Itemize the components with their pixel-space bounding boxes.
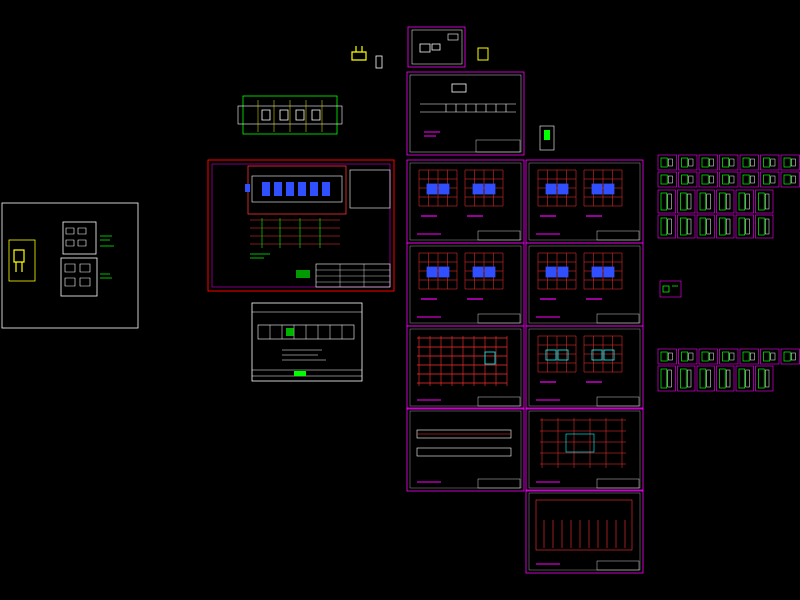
- detail-panel[interactable]: [755, 365, 774, 392]
- detail-panel[interactable]: [735, 365, 754, 392]
- detail-panel[interactable]: [780, 348, 800, 365]
- detail-panel[interactable]: [657, 348, 677, 365]
- green-plan-drawing[interactable]: [237, 95, 343, 135]
- drawing-sheet[interactable]: [406, 325, 525, 410]
- drawing-sheet[interactable]: [525, 407, 644, 492]
- detail-panel[interactable]: [698, 154, 718, 171]
- detail-panel[interactable]: [678, 171, 698, 188]
- detail-panel[interactable]: [719, 348, 739, 365]
- detail-panel[interactable]: [696, 214, 715, 239]
- detail-panel[interactable]: [719, 171, 739, 188]
- detail-panel[interactable]: [739, 171, 759, 188]
- detail-panel[interactable]: [698, 171, 718, 188]
- detail-panel[interactable]: [739, 154, 759, 171]
- detail-panel[interactable]: [678, 348, 698, 365]
- detail-panel[interactable]: [780, 171, 800, 188]
- detail-panel[interactable]: [716, 189, 735, 214]
- detail-panel[interactable]: [719, 154, 739, 171]
- detail-panel[interactable]: [780, 154, 800, 171]
- detail-cluster-top[interactable]: [657, 154, 800, 239]
- detail-panel[interactable]: [716, 214, 735, 239]
- yellow-symbol-cluster: [351, 46, 383, 69]
- detail-panel[interactable]: [760, 348, 780, 365]
- plan-sheets[interactable]: [406, 159, 644, 574]
- cover-sheet-small[interactable]: [407, 26, 489, 68]
- drawing-sheet[interactable]: [406, 242, 525, 327]
- detail-panel[interactable]: [677, 214, 696, 239]
- detail-panel[interactable]: [677, 365, 696, 392]
- detail-small-note: [659, 280, 682, 298]
- detail-panel[interactable]: [755, 214, 774, 239]
- drawing-sheet[interactable]: [525, 242, 644, 327]
- detail-panel[interactable]: [677, 189, 696, 214]
- drawing-sheet[interactable]: [406, 407, 525, 492]
- detail-panel[interactable]: [755, 189, 774, 214]
- detail-panel[interactable]: [735, 214, 754, 239]
- drawing-sheet[interactable]: [525, 325, 644, 410]
- detail-panel[interactable]: [716, 365, 735, 392]
- cover-sheet-large[interactable]: [406, 71, 555, 156]
- left-sheet[interactable]: [1, 202, 139, 329]
- schedule-sheet[interactable]: [251, 302, 363, 382]
- detail-panel[interactable]: [696, 365, 715, 392]
- drawing-sheet[interactable]: [406, 159, 525, 244]
- detail-panel[interactable]: [760, 171, 780, 188]
- elevation-sheet[interactable]: [207, 159, 395, 292]
- detail-panel[interactable]: [657, 154, 677, 171]
- drawing-sheet[interactable]: [525, 489, 644, 574]
- detail-panel[interactable]: [657, 189, 676, 214]
- detail-panel[interactable]: [760, 154, 780, 171]
- detail-panel[interactable]: [657, 171, 677, 188]
- detail-cluster-bottom[interactable]: [657, 348, 800, 392]
- drawing-sheet[interactable]: [525, 159, 644, 244]
- detail-panel[interactable]: [678, 154, 698, 171]
- detail-panel[interactable]: [657, 365, 676, 392]
- detail-panel[interactable]: [696, 189, 715, 214]
- detail-panel[interactable]: [735, 189, 754, 214]
- detail-panel[interactable]: [739, 348, 759, 365]
- detail-panel[interactable]: [698, 348, 718, 365]
- detail-panel[interactable]: [657, 214, 676, 239]
